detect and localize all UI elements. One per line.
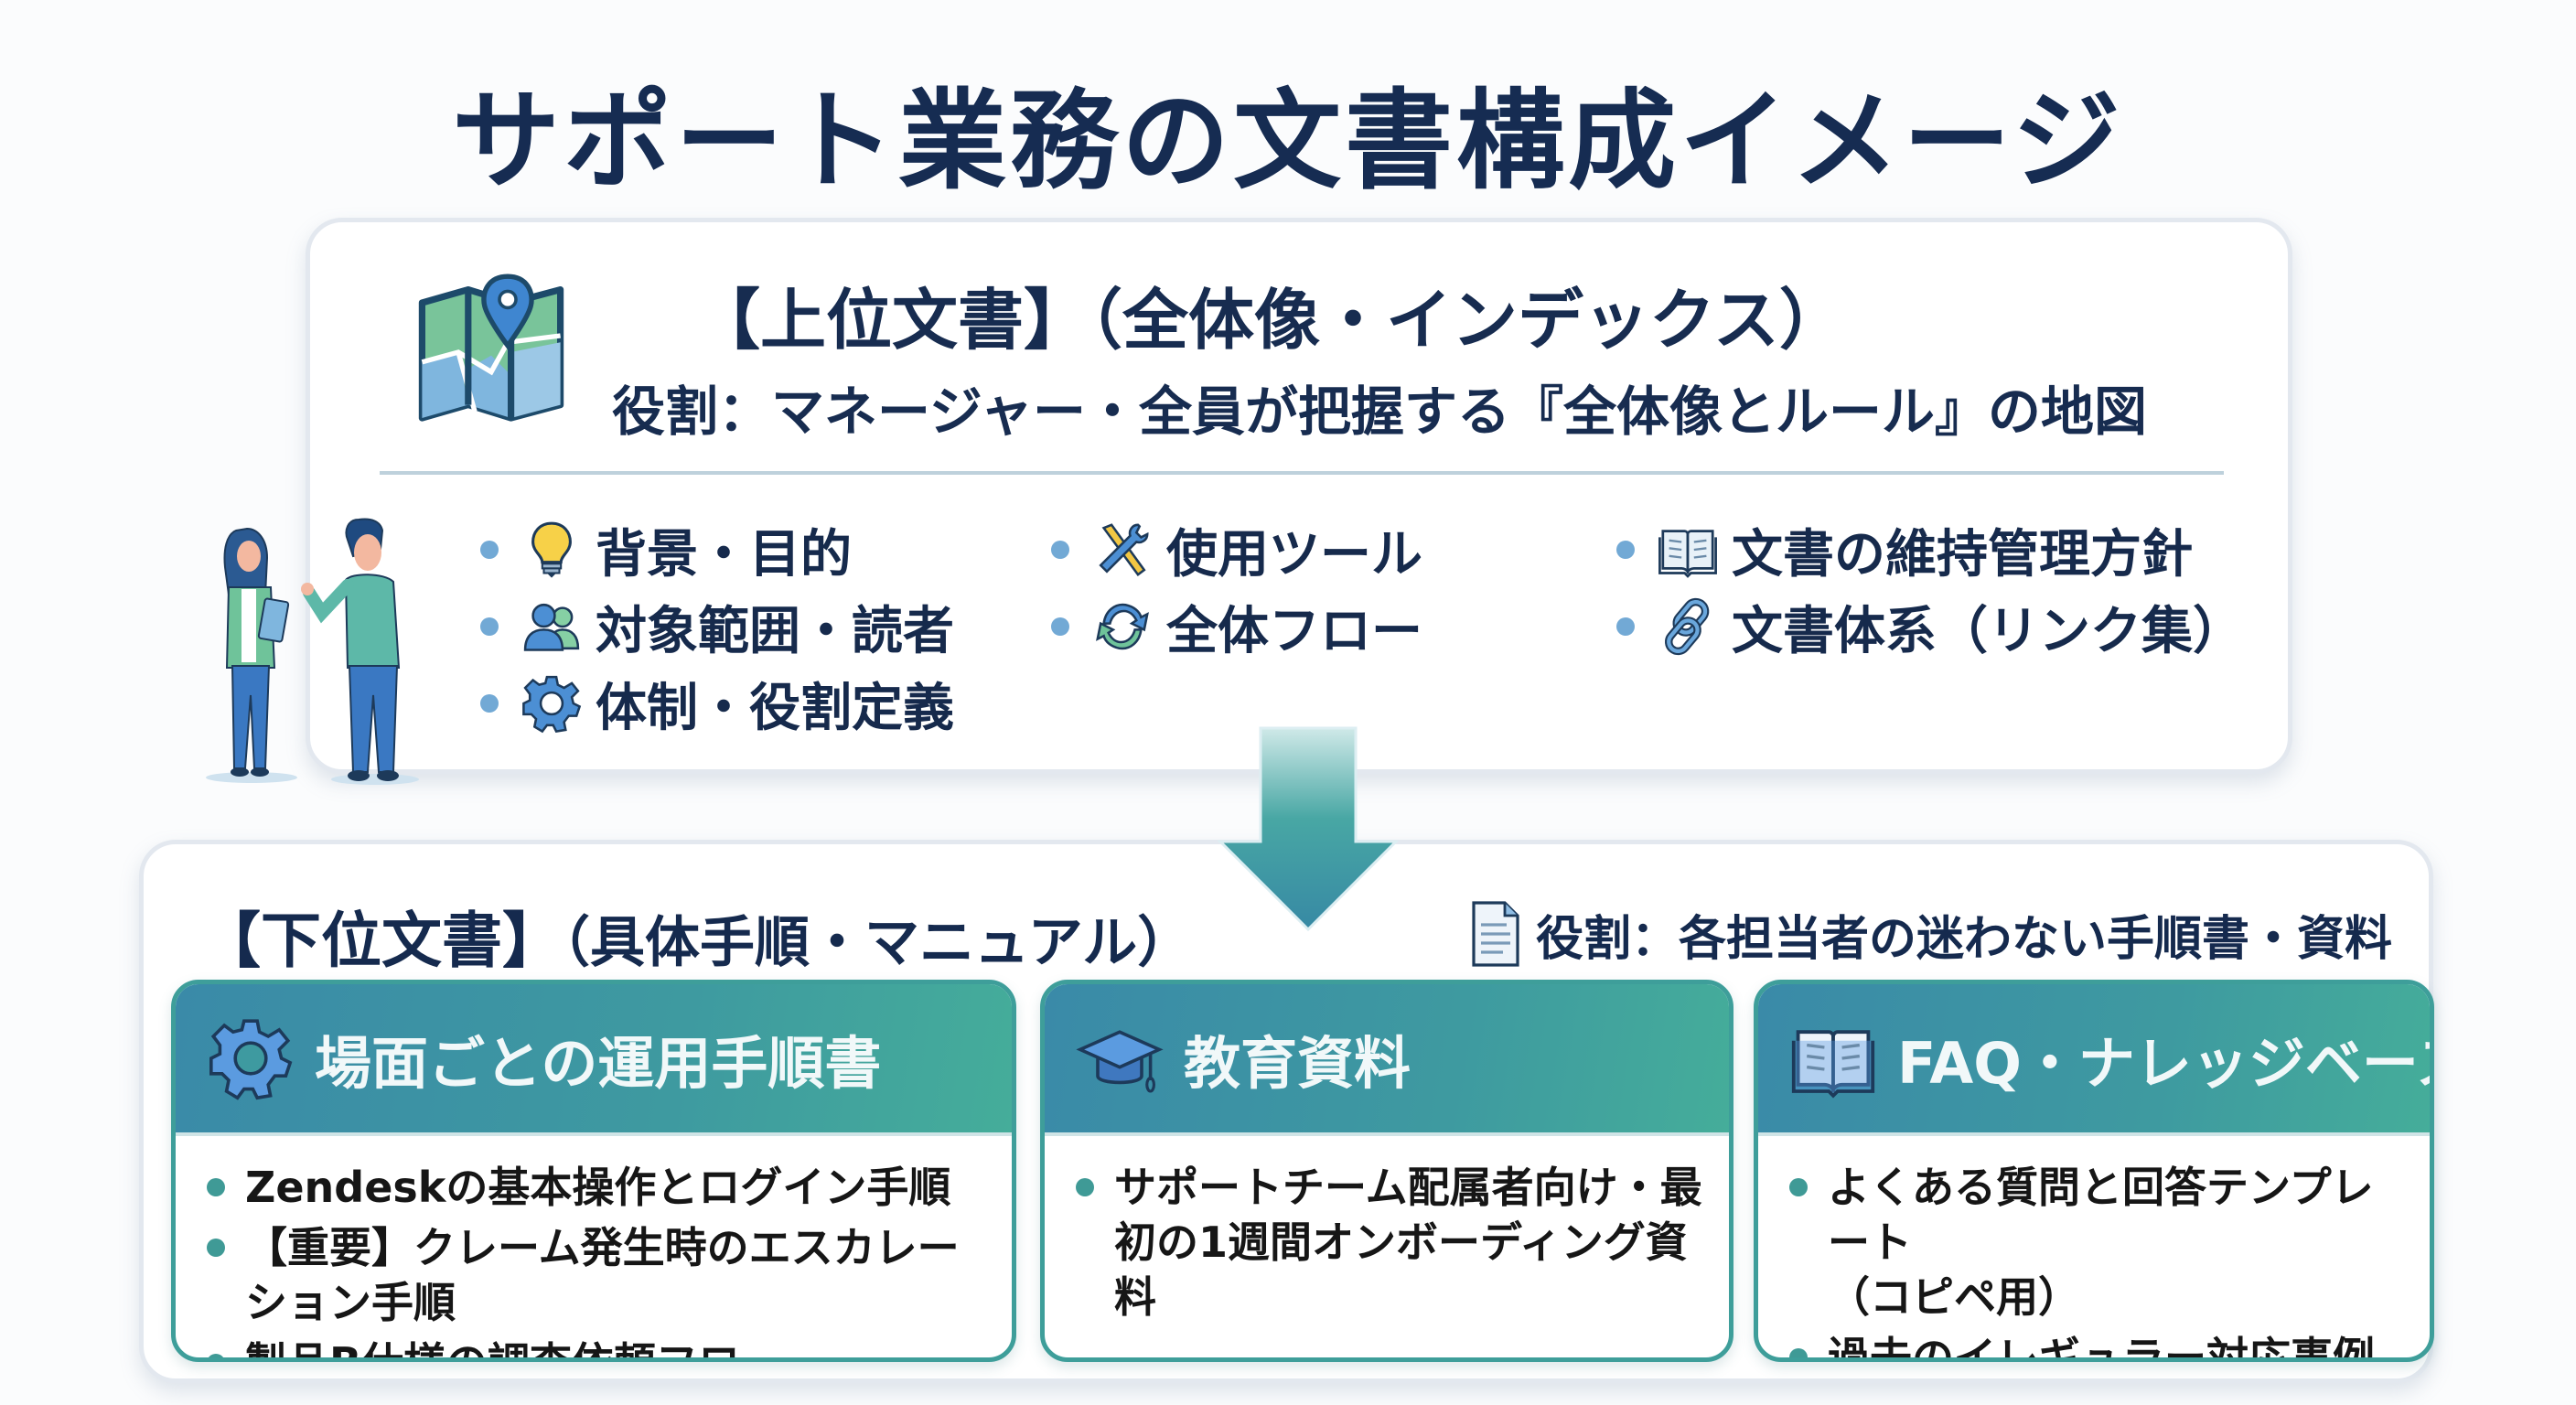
list-item: 【重要】クレーム発生時のエスカレーション手順	[207, 1220, 990, 1330]
link-icon	[1664, 597, 1710, 656]
bullet	[480, 541, 499, 559]
topic-item: 体制・役割定義	[480, 667, 954, 740]
card-title: 教育資料	[1184, 1030, 1411, 1097]
card-faq-knowledge-base: FAQ・ナレッジベース よくある質問と回答テンプレート （コピペ用） 過去のイレ…	[1754, 980, 2434, 1362]
list-item-text: Zendeskの基本操作とログイン手順	[245, 1163, 951, 1212]
bullet	[1789, 1348, 1808, 1357]
book-icon	[1658, 530, 1717, 578]
topic-item: 全体フロー	[1051, 590, 1422, 663]
people-illustration	[206, 518, 419, 785]
bullet	[480, 694, 499, 713]
open-book-icon	[1791, 1030, 1875, 1099]
upper-document-panel: 【上位文書】（全体像・インデックス） 役割：マネージャー・全員が把握する『全体像…	[306, 218, 2292, 774]
card-header: 教育資料	[1045, 984, 1729, 1136]
bullet	[1051, 617, 1069, 636]
card-header: FAQ・ナレッジベース	[1758, 984, 2430, 1136]
down-arrow	[1217, 726, 1400, 932]
lower-document-panel: 【下位文書】（具体手順・マニュアル） 役割：各担当者の迷わない手順書・資料 場面…	[139, 840, 2434, 1383]
bullet	[1076, 1178, 1094, 1196]
card-title: FAQ・ナレッジベース	[1897, 1030, 2434, 1097]
topic-label: 対象範囲・読者	[596, 601, 954, 661]
topic-label: 文書体系（リンク集）	[1732, 601, 2244, 661]
divider	[380, 471, 2224, 475]
map-pin-icon	[418, 273, 564, 422]
list-item-text: サポートチーム配属者向け・最 初の1週間オンボーディング資 料	[1114, 1163, 1702, 1322]
bullet	[1051, 541, 1069, 559]
document-icon	[1472, 901, 1519, 967]
tools-icon	[1099, 523, 1149, 576]
topic-label: 全体フロー	[1166, 601, 1422, 661]
card-body: よくある質問と回答テンプレート （コピペ用） 過去のイレギュラー対応事例集	[1758, 1136, 2430, 1362]
list-item-text: 製品B仕様の調査依頼フロー	[245, 1335, 782, 1357]
lower-heading-sub: （具体手順・マニュアル）	[563, 911, 1193, 975]
list-item-text: 【重要】クレーム発生時のエスカレーション手順	[245, 1223, 960, 1327]
bullet	[207, 1178, 225, 1196]
topic-item: 対象範囲・読者	[480, 590, 954, 663]
upper-role: 役割：マネージャー・全員が把握する『全体像とルール』の地図	[612, 381, 2147, 443]
topic-item: 文書の維持管理方針	[1616, 513, 2193, 586]
bullet	[1616, 617, 1635, 636]
list-item-text: 過去のイレギュラー対応事例集	[1828, 1333, 2375, 1362]
lower-role-text: 役割：各担当者の迷わない手順書・資料	[1535, 911, 2392, 967]
list-item: サポートチーム配属者向け・最 初の1週間オンボーディング資 料	[1076, 1160, 1707, 1325]
bullet	[207, 1354, 225, 1357]
lower-role: 役割：各担当者の迷わない手順書・資料	[1470, 899, 2392, 969]
topic-label: 体制・役割定義	[596, 678, 954, 738]
topic-label: 文書の維持管理方針	[1732, 524, 2193, 585]
card-header: 場面ごとの運用手順書	[176, 984, 1012, 1136]
list-item: Zendeskの基本操作とログイン手順	[207, 1160, 990, 1215]
list-item: よくある質問と回答テンプレート （コピペ用）	[1789, 1160, 2408, 1325]
lower-heading-main: 【下位文書】	[200, 906, 563, 976]
cycle-arrows-icon	[1096, 603, 1149, 650]
card-training-materials: 教育資料 サポートチーム配属者向け・最 初の1週間オンボーディング資 料	[1040, 980, 1733, 1362]
list-item: 過去のイレギュラー対応事例集	[1789, 1330, 2408, 1362]
bullet	[480, 617, 499, 636]
card-body: Zendeskの基本操作とログイン手順 【重要】クレーム発生時のエスカレーション…	[176, 1136, 1012, 1357]
list-item-text: よくある質問と回答テンプレート （コピペ用）	[1828, 1163, 2374, 1322]
card-operation-procedures: 場面ごとの運用手順書 Zendeskの基本操作とログイン手順 【重要】クレーム発…	[171, 980, 1016, 1362]
card-body: サポートチーム配属者向け・最 初の1週間オンボーディング資 料	[1045, 1136, 1729, 1325]
gear-icon	[209, 1019, 293, 1100]
card-title: 場面ごとの運用手順書	[315, 1030, 882, 1097]
topic-item: 文書体系（リンク集）	[1616, 590, 2244, 663]
topic-label: 背景・目的	[596, 524, 852, 585]
graduation-cap-icon	[1076, 1030, 1164, 1093]
users-icon	[523, 603, 580, 651]
topic-item: 使用ツール	[1051, 513, 1422, 586]
page-title: サポート業務の文書構成イメージ	[452, 78, 2124, 204]
bullet	[1616, 541, 1635, 559]
lightbulb-icon	[531, 521, 572, 578]
lower-heading: 【下位文書】（具体手順・マニュアル）	[200, 892, 1192, 980]
topic-label: 使用ツール	[1166, 524, 1422, 585]
topic-item: 背景・目的	[480, 513, 852, 586]
bullet	[1789, 1178, 1808, 1196]
upper-heading: 【上位文書】（全体像・インデックス）	[694, 282, 1845, 359]
list-item: 製品B仕様の調査依頼フロー	[207, 1335, 990, 1357]
bullet	[207, 1239, 225, 1257]
gear-icon	[522, 675, 582, 734]
